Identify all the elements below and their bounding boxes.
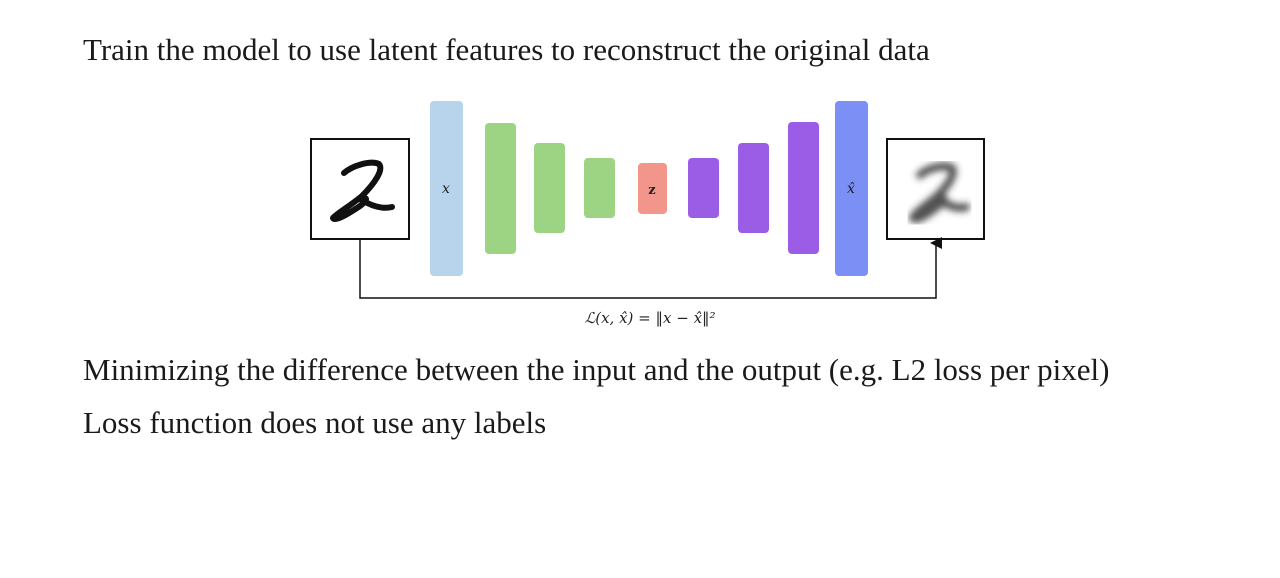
encoder-layer-1 [485,123,516,254]
latent-label: z [648,183,655,198]
decoder-layer-2 [738,143,769,233]
decoder-layer-3 [788,122,819,254]
bullet-1: Minimizing the difference between the in… [83,352,1110,387]
encoder-layer-3 [584,158,615,218]
decoder-layer-1 [688,158,719,218]
encoder-layer-2 [534,143,565,233]
output-label: x̂ [847,181,855,197]
reconstructed-image [886,138,985,240]
loss-connector-arrow [359,237,942,299]
input-layer [430,101,463,276]
loss-formula: ℒ(x, x̂) = ‖x − x̂‖² [584,309,716,327]
slide-title: Train the model to use latent features t… [83,32,930,67]
input-image [310,138,410,240]
input-label: x [442,181,450,197]
bullet-2: Loss function does not use any labels [83,405,547,440]
output-layer [835,101,868,276]
latent-layer [638,163,667,214]
